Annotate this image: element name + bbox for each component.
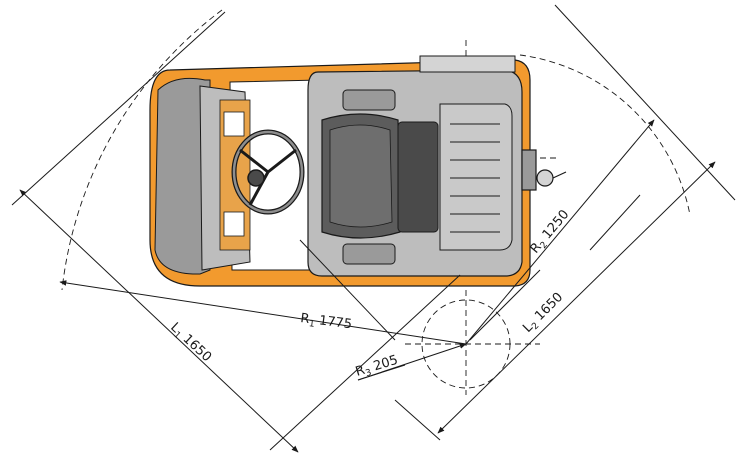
l1-label: L11650 — [166, 320, 214, 367]
dimension-lines — [11, 4, 736, 453]
l2-extension-top — [554, 4, 736, 201]
l1-extension-top — [11, 11, 226, 206]
control-box-top — [223, 111, 245, 137]
l1-extension-bottom — [269, 274, 461, 451]
r1-radius-line — [59, 280, 467, 345]
l2-dimension-line — [437, 161, 716, 434]
seat-backrest — [397, 121, 439, 233]
rear-diagonal-right — [469, 269, 541, 341]
r3-label: R3205 — [354, 353, 401, 382]
r2-radius-line — [465, 119, 655, 345]
rear-deck — [439, 103, 513, 251]
upper-step — [342, 89, 396, 111]
r2-leader-line — [589, 194, 641, 251]
rear-turning-arc — [519, 54, 691, 216]
r3-leader-line — [357, 364, 406, 381]
l2-extension-bottom — [394, 399, 441, 441]
seat-cushion — [329, 124, 393, 228]
towing-coupling — [521, 149, 567, 191]
l1-dimension-line — [19, 189, 299, 453]
outer-turning-arc — [61, 9, 223, 291]
body-top-panel — [419, 55, 516, 73]
rear-diagonal-left — [299, 239, 396, 341]
control-box-bottom — [223, 211, 245, 237]
forklift-truck — [149, 55, 567, 287]
r2-label: R21250 — [528, 207, 574, 258]
lower-step — [342, 243, 396, 265]
